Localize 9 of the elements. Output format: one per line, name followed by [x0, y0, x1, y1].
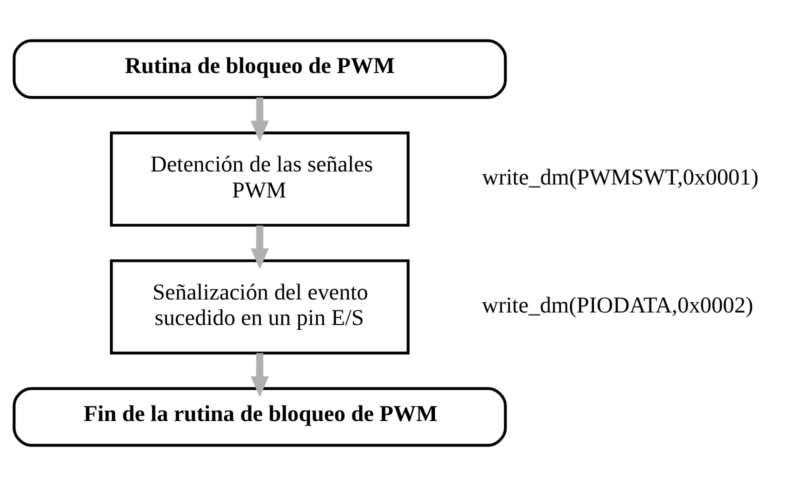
node-label: write_dm(PIODATA,0x0002) [482, 292, 754, 317]
node-label: write_dm(PWMSWT,0x0001) [482, 164, 759, 190]
arrow [250, 225, 269, 269]
node-box: Señalización del evento sucedido en un pin E/S [110, 258, 410, 354]
node-box: Detención de las señales PWM [110, 131, 410, 226]
node-box: Rutina de bloqueo de PWM [12, 38, 507, 98]
node-box: Fin de la rutina de bloqueo de PWM [12, 386, 507, 446]
arrow [250, 352, 269, 397]
arrow [250, 97, 269, 142]
